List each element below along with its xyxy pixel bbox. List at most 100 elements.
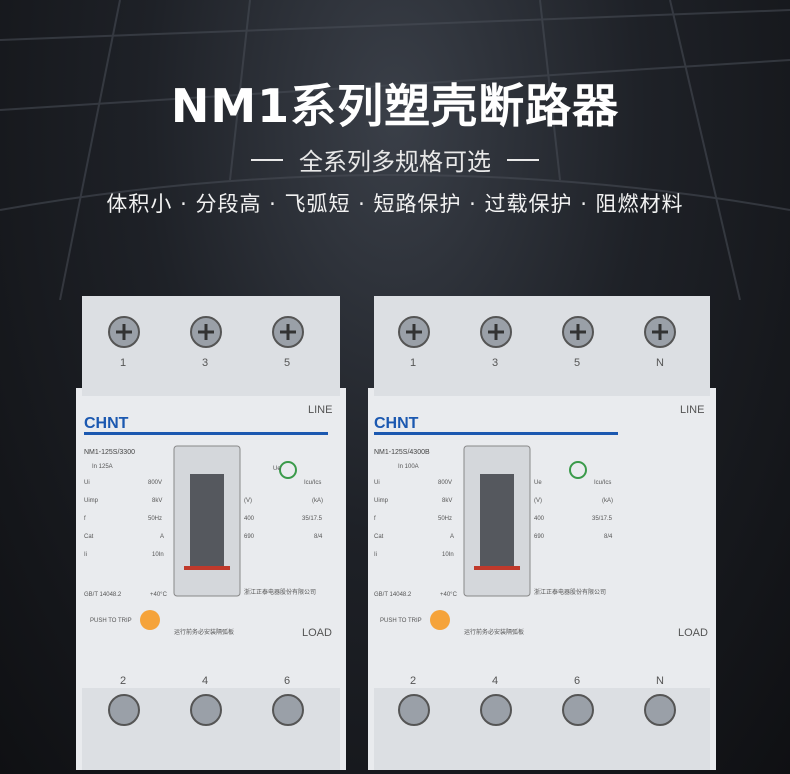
- model-number: NM1-125S/4300B: [374, 449, 430, 456]
- screw-icon: [272, 694, 304, 726]
- spec-label: Ii: [84, 552, 87, 558]
- spec-label: Ii: [374, 552, 377, 558]
- screw-icon: [190, 694, 222, 726]
- manufacturer: 浙江正泰电器股份有限公司: [534, 588, 606, 596]
- spec-value: A: [450, 534, 454, 540]
- trip-indicator: [184, 566, 230, 570]
- spec-value: 8/4: [314, 534, 323, 540]
- spec-value: 50Hz: [438, 516, 452, 522]
- spec-value: A: [160, 534, 164, 540]
- terminal-label: N: [656, 675, 664, 687]
- top-screws: [398, 316, 676, 348]
- terminal-label: 6: [284, 675, 290, 687]
- spec-label: (V): [534, 498, 542, 504]
- spec-value: 35/17.5: [592, 516, 613, 522]
- line-label: LINE: [308, 404, 332, 416]
- right-dash: [507, 158, 539, 161]
- screw-icon: [398, 694, 430, 726]
- brand-stripe: [84, 432, 328, 435]
- terminal-label: 1: [120, 357, 126, 369]
- terminal-label: 3: [492, 357, 498, 369]
- screw-icon: [562, 694, 594, 726]
- feature-list: 体积小 · 分段高 · 飞弧短 · 短路保护 · 过载保护 · 阻燃材料: [106, 192, 684, 216]
- breaker-detail: [406, 324, 668, 340]
- terminal-label: 2: [120, 675, 126, 687]
- terminal-label: 3: [202, 357, 208, 369]
- spec-label: 400: [244, 516, 255, 522]
- spec-value: (kA): [602, 498, 613, 504]
- spec-value: 800V: [148, 480, 162, 486]
- spec-value: 50Hz: [148, 516, 162, 522]
- spec-label: Ui: [374, 480, 380, 486]
- spec-value: 10In: [152, 552, 164, 558]
- spec-label: (V): [244, 498, 252, 504]
- left-dash: [251, 158, 283, 161]
- spec-value: 8kV: [152, 498, 162, 504]
- toggle-handle: [480, 474, 514, 570]
- standard: GB/T 14048.2: [84, 592, 122, 598]
- terminal-label: 2: [410, 675, 416, 687]
- spec-label: Uimp: [374, 498, 389, 504]
- line-label: LINE: [680, 404, 704, 416]
- brand-logo: CHNT: [374, 415, 419, 432]
- terminal-label: 4: [202, 675, 208, 687]
- terminal-label: 4: [492, 675, 498, 687]
- rated-current: In 100A: [398, 464, 419, 470]
- top-screws: [108, 316, 304, 348]
- terminal-label: 5: [284, 357, 290, 369]
- page-title: NM1系列塑壳断路器: [170, 79, 620, 133]
- spec-value: 8kV: [442, 498, 452, 504]
- spec-value: Icu/Ics: [304, 480, 321, 486]
- spec-value: 8/4: [604, 534, 613, 540]
- breaker-4p: 1 3 5 N LINE CHNT NM1-125S/4300B In 100A…: [368, 296, 716, 770]
- model-number: NM1-125S/3300: [84, 449, 135, 456]
- spec-value: (kA): [312, 498, 323, 504]
- subtitle: 全系列多规格可选: [299, 148, 491, 176]
- push-to-trip-label: PUSH TO TRIP: [380, 618, 422, 624]
- terminal-label: N: [656, 357, 664, 369]
- spec-label: 690: [244, 534, 255, 540]
- background-structure: [0, 0, 790, 300]
- ccc-mark-icon: [279, 461, 297, 479]
- terminal-label: 6: [574, 675, 580, 687]
- spec-label: Cat: [374, 534, 384, 540]
- spec-label: Cat: [84, 534, 94, 540]
- trip-indicator: [474, 566, 520, 570]
- screw-icon: [108, 694, 140, 726]
- ccc-mark-icon: [569, 461, 587, 479]
- spec-label: Ui: [84, 480, 90, 486]
- warning-text: 运行前务必安装隔弧板: [174, 628, 234, 636]
- temperature: +40°C: [150, 592, 168, 598]
- terminal-label: 1: [410, 357, 416, 369]
- standard: GB/T 14048.2: [374, 592, 412, 598]
- terminal-label: 5: [574, 357, 580, 369]
- subtitle-row: 全系列多规格可选: [0, 142, 790, 177]
- manufacturer: 浙江正泰电器股份有限公司: [244, 588, 316, 596]
- temperature: +40°C: [440, 592, 458, 598]
- spec-label: f: [374, 516, 376, 522]
- toggle-handle: [190, 474, 224, 570]
- push-to-trip-button: [430, 610, 450, 630]
- rated-current: In 125A: [92, 464, 113, 470]
- screw-icon: [480, 694, 512, 726]
- breaker-3p: 1 3 5 LINE CHNT NM1-125S/3300 In 125A Ui…: [76, 296, 346, 770]
- spec-label: 690: [534, 534, 545, 540]
- spec-value: 35/17.5: [302, 516, 323, 522]
- load-label: LOAD: [302, 627, 332, 639]
- spec-label: 400: [534, 516, 545, 522]
- breaker-detail: [116, 324, 296, 340]
- brand-stripe: [374, 432, 618, 435]
- spec-label: f: [84, 516, 86, 522]
- push-to-trip-label: PUSH TO TRIP: [90, 618, 132, 624]
- spec-value: 800V: [438, 480, 452, 486]
- warning-text: 运行前务必安装隔弧板: [464, 628, 524, 636]
- spec-label: Uimp: [84, 498, 99, 504]
- spec-value: Icu/Ics: [594, 480, 611, 486]
- spec-label: Ue: [273, 466, 281, 472]
- spec-value: 10In: [442, 552, 454, 558]
- brand-logo: CHNT: [84, 415, 129, 432]
- spec-label: Ue: [534, 480, 542, 486]
- screw-icon: [644, 694, 676, 726]
- load-label: LOAD: [678, 627, 708, 639]
- push-to-trip-button: [140, 610, 160, 630]
